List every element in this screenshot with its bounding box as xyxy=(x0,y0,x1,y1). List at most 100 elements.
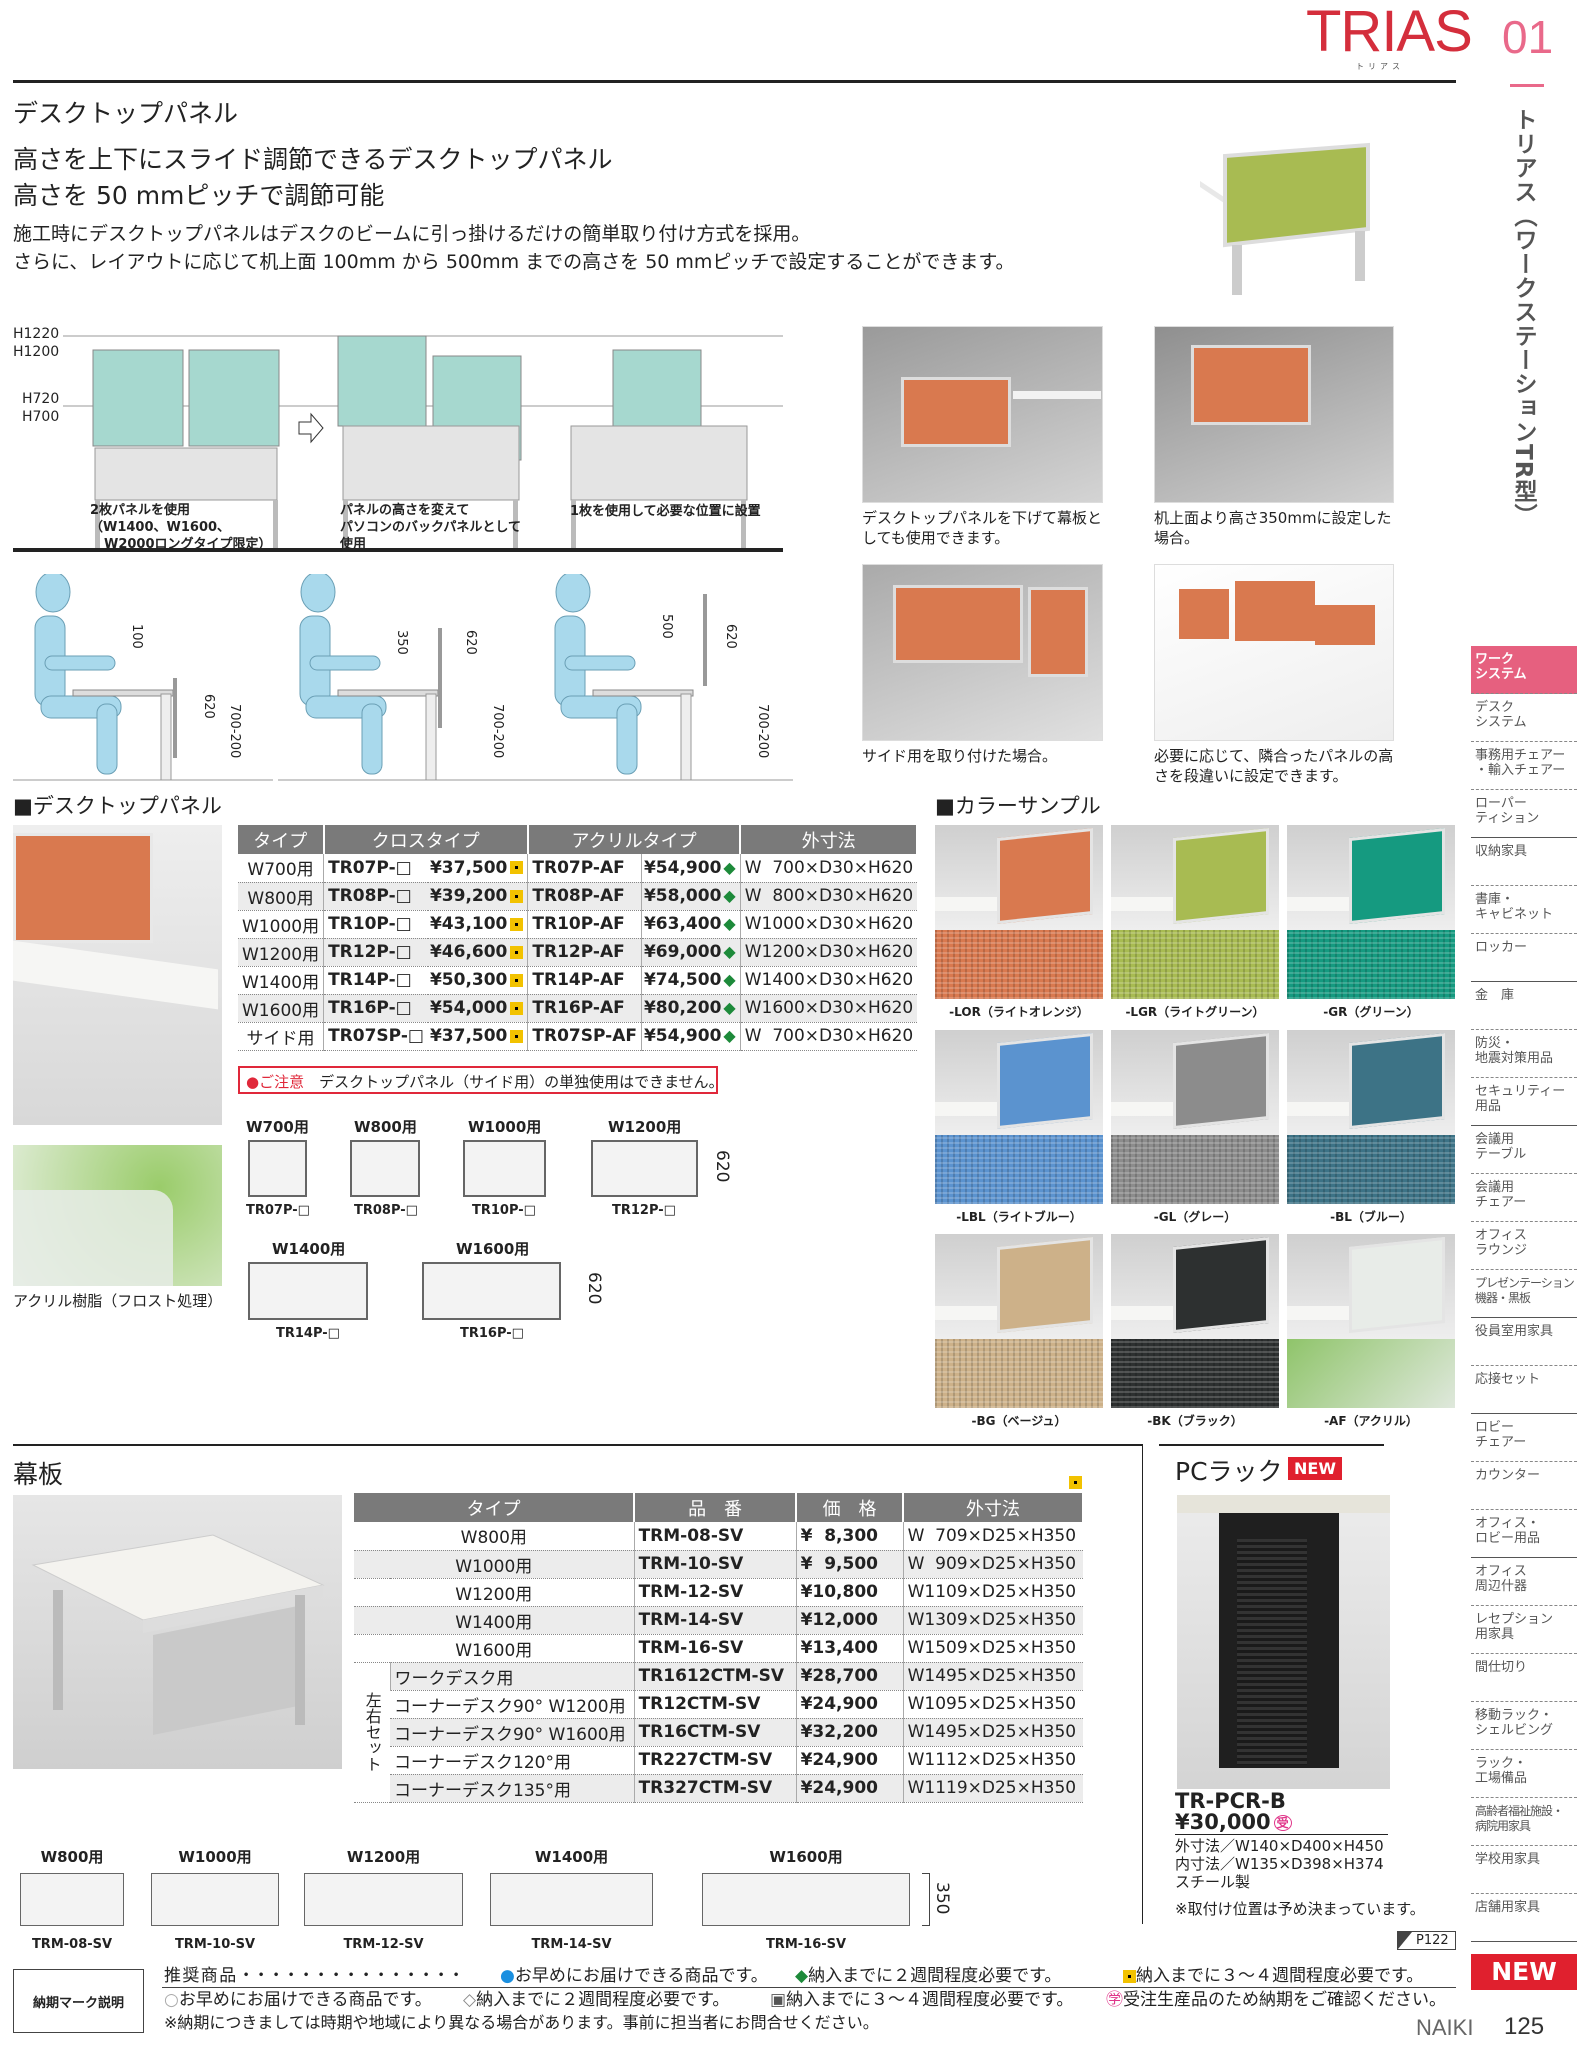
sidebar-item[interactable]: ラック・ 工場備品 xyxy=(1471,1750,1577,1798)
brand-naiki: NAIKI xyxy=(1416,2015,1474,2040)
page-ref-link[interactable]: P122 xyxy=(1397,1931,1456,1950)
sidebar-item[interactable]: 移動ラック・ シェルビング xyxy=(1471,1702,1577,1750)
acrylic-model-cell: TR07P-AF xyxy=(527,854,642,883)
price-cell: ¥13,400 xyxy=(795,1634,904,1663)
acrylic-price-cell: ¥54,900◆ xyxy=(640,854,741,883)
gray-square-icon: ▣ xyxy=(770,1990,787,2010)
label-h720: H720 xyxy=(22,391,60,407)
type-cell: W1400用 xyxy=(354,1606,635,1635)
size-model: TR14P-□ xyxy=(276,1326,340,1341)
price: ¥37,500 xyxy=(429,857,508,878)
dimension-cell: W 700×D30×H620 xyxy=(739,854,918,883)
size-box xyxy=(422,1262,561,1320)
type-cell: W1400用 xyxy=(238,966,324,995)
panel-color xyxy=(997,827,1093,925)
trias-logo: TRIAS xyxy=(1306,0,1473,64)
acrylic-price-cell: ¥74,500◆ xyxy=(640,966,741,995)
spec-rule xyxy=(1175,1834,1388,1835)
panel-product-image xyxy=(13,825,222,1125)
seated-figure-2: 350 620 700-200 xyxy=(278,571,538,784)
sidebar-item[interactable]: 書庫・ キャビネット xyxy=(1471,886,1577,934)
delivery-3-4-weeks-icon xyxy=(510,945,524,959)
model-cell: TR227CTM-SV xyxy=(633,1746,797,1775)
size-label: W800用 xyxy=(354,1118,417,1136)
legend-footnote: ※納期につきましては時期や地域により異なる場合があります。事前に担当者にお問合せ… xyxy=(164,2013,879,2032)
size-label: W800用 xyxy=(40,1848,104,1866)
dimension-cell: W 700×D30×H620 xyxy=(739,1022,918,1051)
desk-top xyxy=(1111,1306,1191,1320)
sidebar-item[interactable]: オフィス ラウンジ xyxy=(1471,1222,1577,1270)
sidebar-item[interactable]: カウンター xyxy=(1471,1462,1577,1510)
sidebar-item[interactable]: オフィス 周辺什器 xyxy=(1471,1558,1577,1606)
price-cell: ¥10,800 xyxy=(795,1578,904,1607)
swatch-label: -GL（グレー） xyxy=(1153,1210,1237,1224)
sidebar-item[interactable]: 事務用チェアー ・輸入チェアー xyxy=(1471,742,1577,790)
price-cell: ¥24,900 xyxy=(795,1774,904,1803)
caption-line: W2000ロングタイプ限定） xyxy=(104,537,272,552)
caption-line: （W1400、W1600、 xyxy=(90,520,231,535)
sidebar-item[interactable]: 会議用 テーブル xyxy=(1471,1126,1577,1174)
body-text-1: 施工時にデスクトップパネルはデスクのビームに引っ掛けるだけの簡単取り付け方式を採… xyxy=(13,223,811,245)
price: ¥39,200 xyxy=(429,886,508,906)
sidebar-item[interactable]: ワーク システム xyxy=(1471,646,1577,694)
sidebar-item[interactable]: 高齢者福祉施設・ 病院用家具 xyxy=(1471,1798,1577,1846)
size-model: TR07P-□ xyxy=(246,1203,310,1218)
model-cell: TR12CTM-SV xyxy=(633,1690,797,1719)
size-dim: 620 xyxy=(584,1272,604,1305)
seated-figure-1: 100 620 700-200 xyxy=(13,571,273,784)
sidebar-item[interactable]: ローパー ティション xyxy=(1471,790,1577,838)
sidebar-item[interactable]: 間仕切り xyxy=(1471,1654,1577,1702)
sidebar-item[interactable]: レセプション 用家具 xyxy=(1471,1606,1577,1654)
sidebar-item[interactable]: 金 庫 xyxy=(1471,982,1577,1030)
caption-line: 使用 xyxy=(340,537,367,552)
sidebar-item[interactable]: 役員室用家具 xyxy=(1471,1318,1577,1366)
dimension-cell: W 709×D25×H350 xyxy=(902,1522,1083,1551)
swatch-label: -LOR（ライトオレンジ） xyxy=(949,1005,1089,1019)
label-h1200: H1200 xyxy=(13,344,60,360)
sidebar-item[interactable]: セキュリティー 用品 xyxy=(1471,1078,1577,1126)
acrylic-price-cell: ¥54,900◆ xyxy=(640,1022,741,1051)
table-row: W1000用 TR10P-□ ¥43,100 TR10P-AF ¥63,400◆… xyxy=(238,910,918,939)
sidebar-item[interactable]: デスク システム xyxy=(1471,694,1577,742)
photo-caption: サイド用を取り付けた場合。 xyxy=(862,747,1058,765)
section-rule xyxy=(1159,1444,1384,1446)
sidebar-item[interactable]: 会議用 チェアー xyxy=(1471,1174,1577,1222)
size-model: TR10P-□ xyxy=(472,1203,536,1218)
sidebar-item[interactable]: ロビー チェアー xyxy=(1471,1414,1577,1462)
modesty-dim: 350 xyxy=(932,1882,952,1915)
sidebar-item[interactable]: 防災・ 地震対策用品 xyxy=(1471,1030,1577,1078)
section-number: 01 xyxy=(1502,11,1554,63)
headline-1: 高さを上下にスライド調節できるデスクトップパネル xyxy=(13,145,613,174)
dim-label: 350 xyxy=(394,630,409,655)
sidebar-new-tab[interactable]: NEW xyxy=(1471,1954,1577,1990)
fabric-texture xyxy=(1111,930,1279,999)
sidebar-item[interactable]: 店舗用家具 xyxy=(1471,1894,1577,1942)
sidebar-item[interactable]: 学校用家具 xyxy=(1471,1846,1577,1894)
legend-item: ㊫受注生産品のため納期をご確認ください。 xyxy=(1106,1990,1446,2010)
model-cell: TR327CTM-SV xyxy=(633,1774,797,1803)
acrylic-model-cell: TR08P-AF xyxy=(527,882,642,911)
size-box xyxy=(248,1262,368,1320)
size-model: TR12P-□ xyxy=(612,1203,676,1218)
sidebar-item[interactable]: 応接セット xyxy=(1471,1366,1577,1414)
size-box xyxy=(20,1873,124,1926)
sidebar-item[interactable]: 収納家具 xyxy=(1471,838,1577,886)
sidebar-item[interactable]: プレゼンテーション 機器・黒板 xyxy=(1471,1270,1577,1318)
panel-preview xyxy=(1111,825,1279,930)
panel-color xyxy=(1349,1032,1445,1130)
sidebar-item[interactable]: オフィス・ ロビー用品 xyxy=(1471,1510,1577,1558)
body-text-2: さらに、レイアウトに応じて机上面 100mm から 500mm までの高さを 5… xyxy=(13,251,1015,273)
swatch-label: -LBL（ライトブルー） xyxy=(956,1210,1082,1224)
cloth-model-cell: TR16P-□ xyxy=(323,994,428,1023)
seated-figure-diagrams: 100 620 700-200 350 620 700-200 500 620 … xyxy=(13,571,793,784)
desk-top xyxy=(935,1102,1015,1116)
dimension-cell: W1119×D25×H350 xyxy=(902,1774,1083,1803)
sidebar-item[interactable]: ロッカー xyxy=(1471,934,1577,982)
column-rule xyxy=(1142,1444,1143,1924)
caution-text: デスクトップパネル（サイド用）の単独使用はできません。 xyxy=(319,1073,724,1091)
